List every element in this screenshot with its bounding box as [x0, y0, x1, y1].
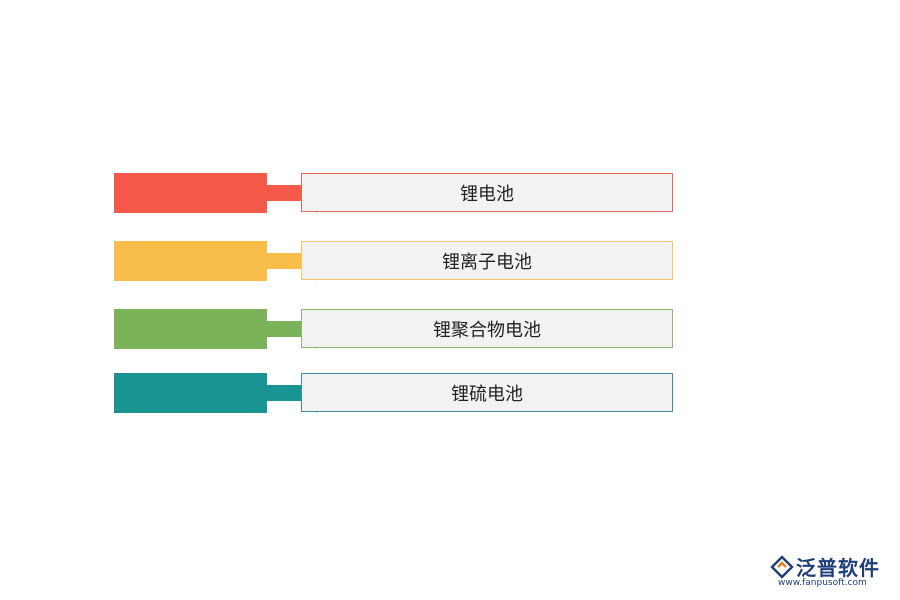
label-box-3: 锂聚合物电池: [301, 309, 673, 348]
brand-logo: 泛普软件 www.fanpusoft.com: [770, 552, 892, 590]
brand-name: 泛普软件: [796, 556, 880, 580]
label-box-4: 锂硫电池: [301, 373, 673, 412]
item-label-1: 锂电池: [460, 183, 514, 205]
brand-mark-icon: [770, 555, 794, 579]
color-block-2: [114, 241, 267, 281]
brand-url: www.fanpusoft.com: [778, 578, 867, 588]
label-box-2: 锂离子电池: [301, 241, 673, 280]
label-box-1: 锂电池: [301, 173, 673, 212]
color-block-3: [114, 309, 267, 349]
item-label-3: 锂聚合物电池: [433, 319, 541, 341]
item-label-4: 锂硫电池: [451, 383, 523, 405]
color-block-4: [114, 373, 267, 413]
item-label-2: 锂离子电池: [442, 251, 532, 273]
color-block-1: [114, 173, 267, 213]
